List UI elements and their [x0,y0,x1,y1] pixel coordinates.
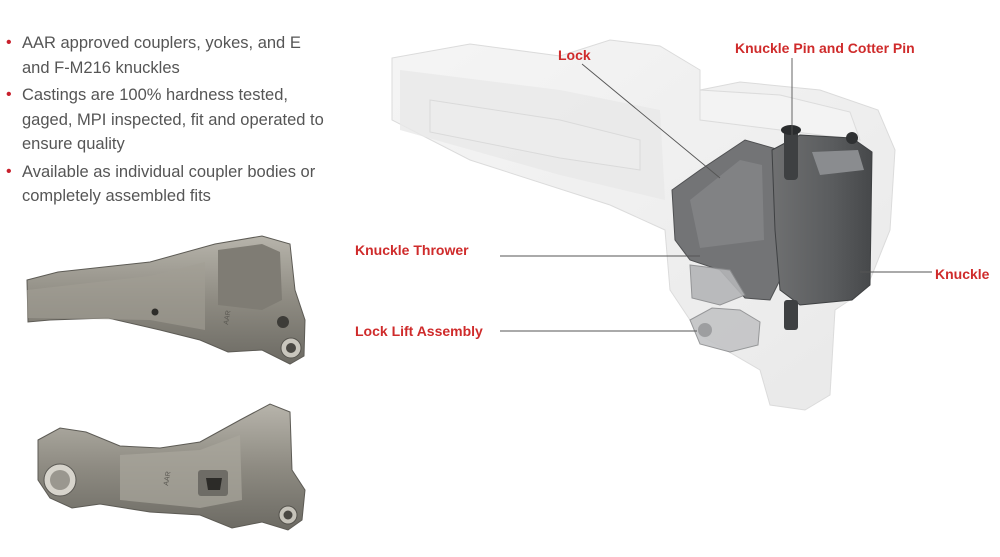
feature-text: AAR approved couplers, yokes, and E and … [22,34,301,77]
bullet-dot-icon: • [6,162,12,180]
feature-list-item: • Castings are 100% hardness tested, gage… [6,83,326,157]
pin-hole-icon [846,132,858,144]
coupler-body-top-view: AAR [26,235,306,365]
coupler-body-side-view: AAR [37,403,306,531]
bullet-dot-icon: • [6,34,12,51]
rivet-hole-icon [151,308,159,316]
callout-leader-lines [500,58,932,332]
feature-list-item: • AAR approved couplers, yokes, and E and… [6,31,326,80]
coupler-assembly-cutaway [391,39,896,411]
svg-text:AAR: AAR [223,310,232,325]
feature-text: Castings are 100% hardness tested, gaged… [22,86,324,153]
callout-lock: Lock [558,47,591,63]
callout-knuckle-thrower: Knuckle Thrower [355,242,469,258]
callout-knuckle: Knuckle [935,266,990,282]
feature-list: • AAR approved couplers, yokes, and E and… [6,31,326,212]
knuckle-pin [784,128,798,180]
svg-text:AAR: AAR [163,471,172,486]
feature-list-item: • Available as individual coupler bodies … [6,160,326,209]
bullet-dot-icon: • [6,86,12,103]
callout-lock-lift: Lock Lift Assembly [355,323,483,339]
feature-text: Available as individual coupler bodies o… [22,162,316,206]
callout-knuckle-pin: Knuckle Pin and Cotter Pin [735,40,915,56]
